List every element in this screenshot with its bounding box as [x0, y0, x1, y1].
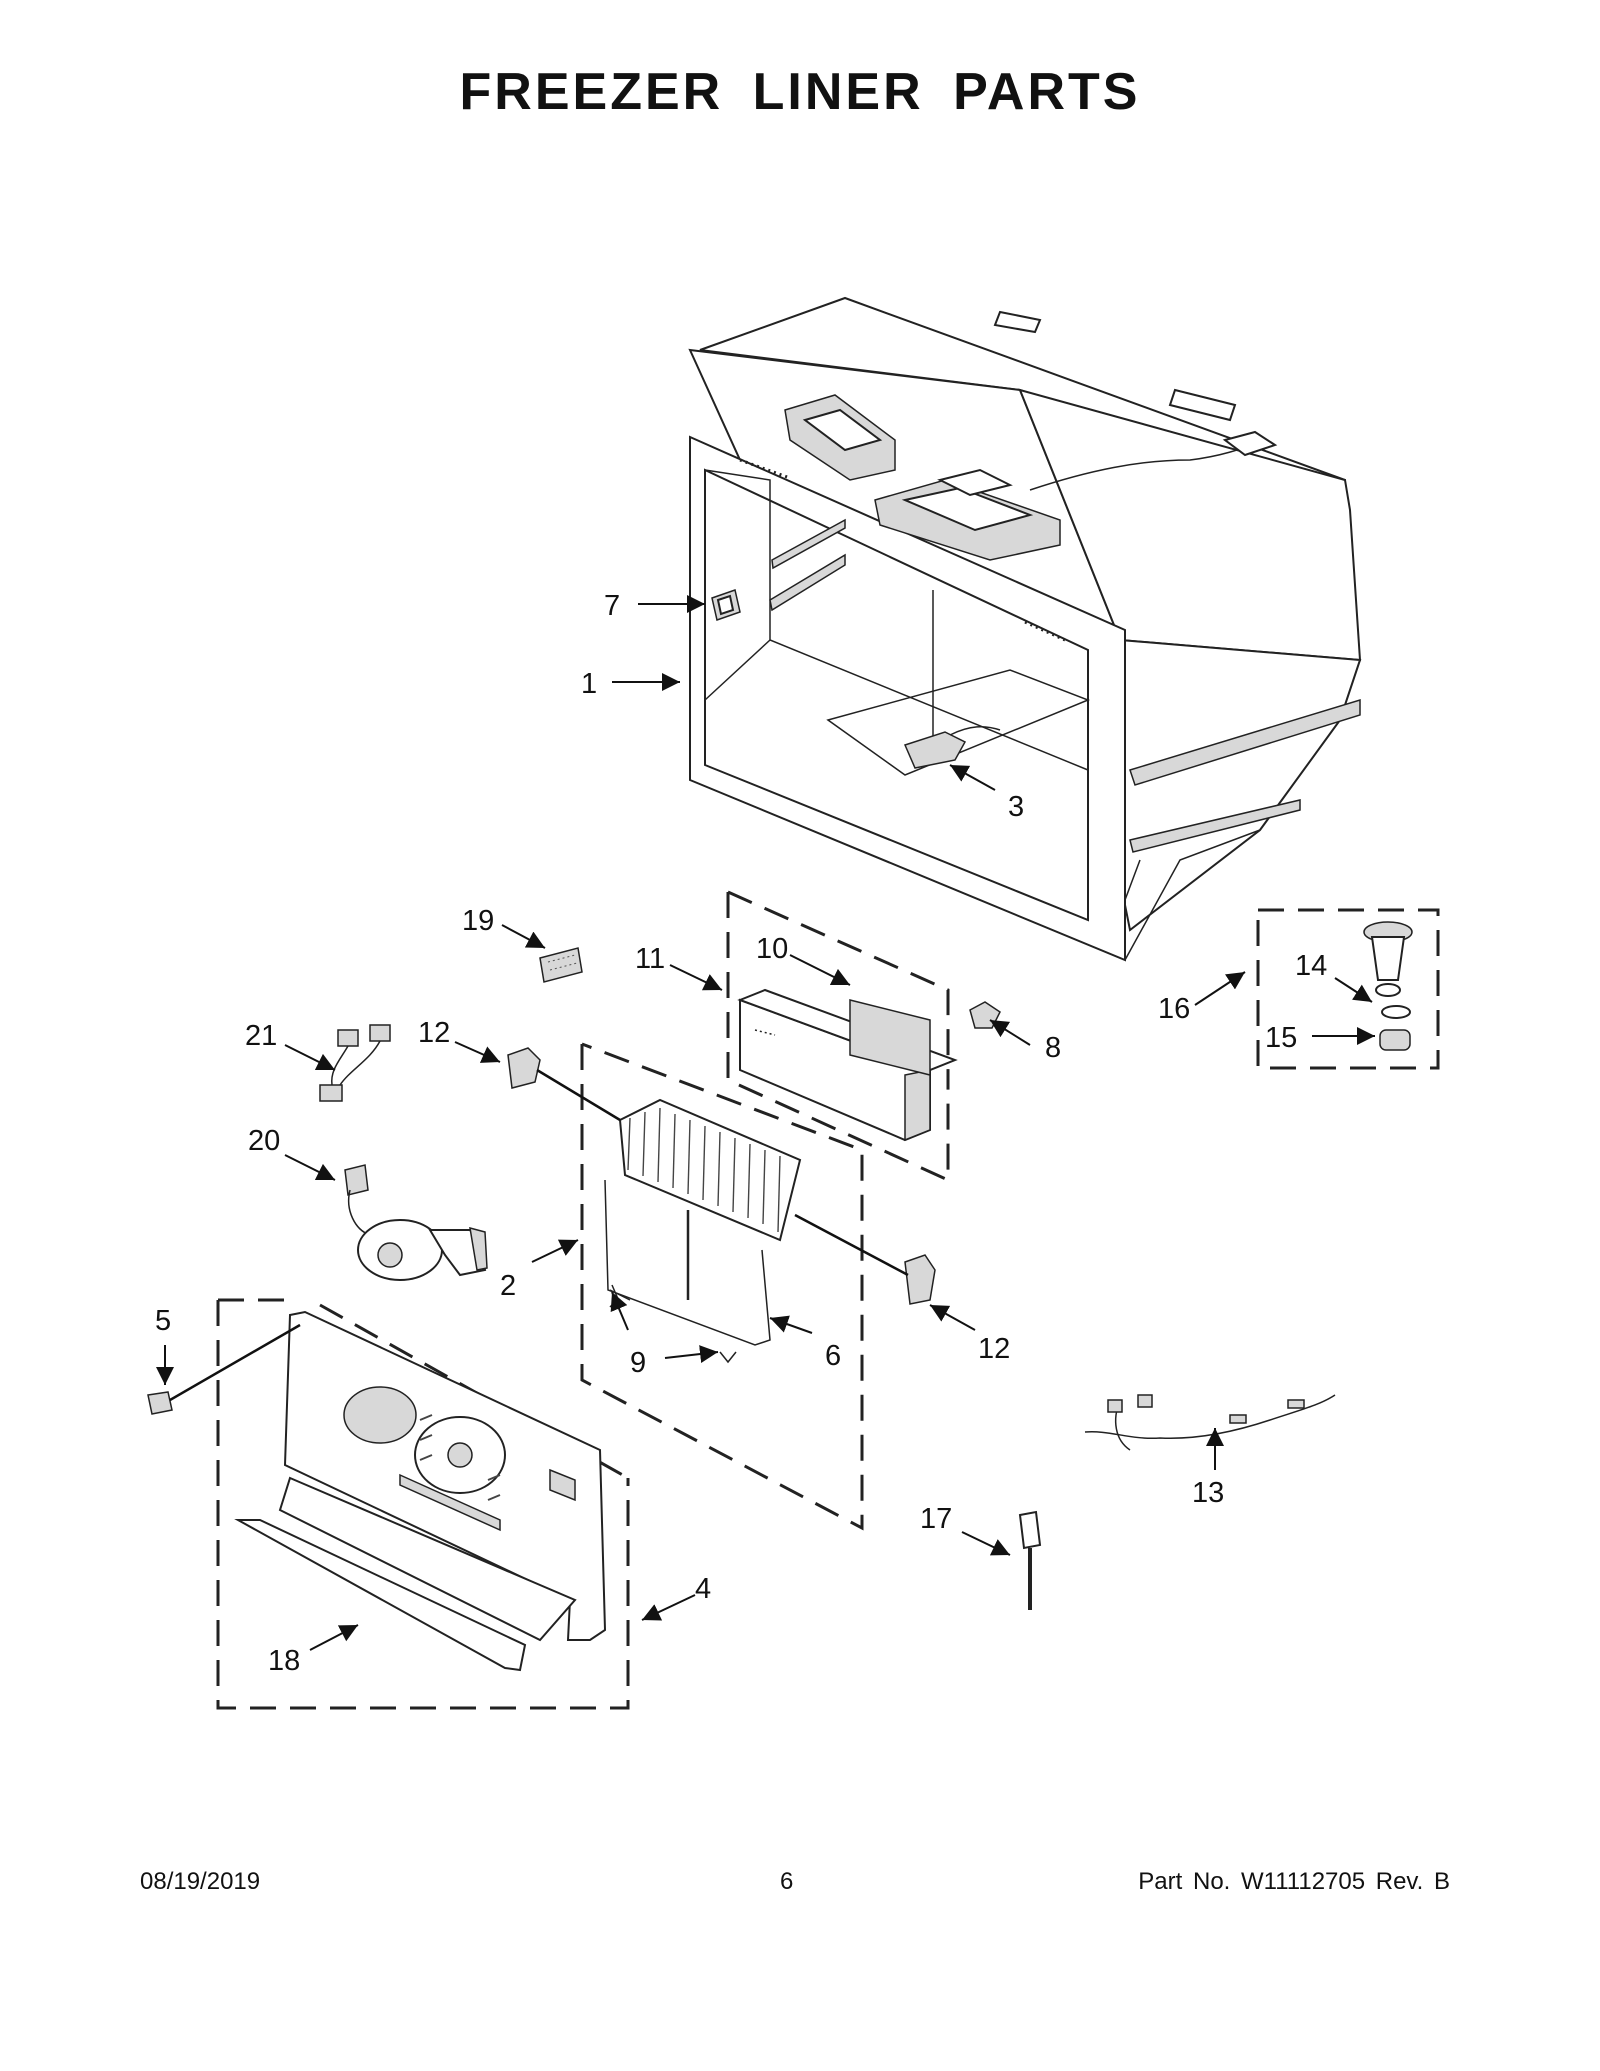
part-9-clip [609, 1284, 737, 1364]
part-12-bracket-right [904, 1254, 936, 1305]
callout-9: 9 [630, 1347, 646, 1379]
callout-12-left: 12 [418, 1017, 450, 1049]
page-title: FREEZER LINER PARTS [459, 63, 1141, 121]
part-16-seal-ring [1379, 1005, 1411, 1051]
callout-6: 6 [825, 1340, 841, 1372]
part-7-clip [711, 589, 741, 621]
callout-20: 21 [245, 1020, 277, 1052]
callout-7: 7 [604, 590, 620, 622]
group-14-box [1256, 908, 1440, 1070]
callout-4: 4 [695, 1573, 711, 1605]
part-13-harness [1084, 1394, 1336, 1451]
callout-18: 18 [268, 1645, 300, 1677]
footer-part-number: Part No. W11112705 Rev. B [1138, 1868, 1450, 1895]
callout-10: 10 [756, 933, 788, 965]
callout-16: 15 [1265, 1022, 1297, 1054]
callout-15: 14 [1295, 950, 1327, 982]
group-2-box [580, 1042, 864, 1531]
callout-12-right: 12 [978, 1333, 1010, 1365]
callout-17: 17 [920, 1503, 952, 1535]
part-5-screw [147, 1323, 301, 1415]
callout-11: 11 [635, 943, 665, 975]
callout-21: 19 [462, 905, 494, 937]
footer-date: 08/19/2019 [140, 1868, 261, 1895]
callout-19: 20 [248, 1125, 280, 1157]
part-19-fan-motor [344, 1164, 488, 1281]
callout-5: 5 [155, 1305, 171, 1337]
part-18-gasket-strip [234, 1476, 577, 1672]
part-17-thermistor [1018, 1510, 1042, 1610]
callout-labels: 7 1 3 19 11 10 8 16 14 15 21 12 20 2 9 6… [155, 590, 1327, 1677]
callout-14: 16 [1158, 993, 1190, 1025]
part-20-harness [319, 1024, 391, 1102]
part-12-bracket-left [507, 1047, 541, 1089]
group-11-box [726, 890, 950, 1183]
part-21-pad [539, 947, 583, 983]
part-2-evaporator [618, 1098, 802, 1300]
part-15-drain-trap [1363, 921, 1413, 997]
part-3-drain-sensor [903, 725, 1001, 769]
callout-13: 13 [1192, 1477, 1224, 1509]
leaders [156, 595, 1375, 1651]
callout-3: 3 [1008, 791, 1024, 823]
part-4-fan-cover [283, 1310, 607, 1641]
part-10-foam-strip [849, 999, 931, 1076]
footer-page-number: 6 [780, 1868, 794, 1895]
callout-2: 2 [500, 1270, 516, 1302]
freezer-liner [688, 296, 1362, 962]
callout-8: 8 [1045, 1032, 1061, 1064]
callout-1: 1 [581, 668, 597, 700]
